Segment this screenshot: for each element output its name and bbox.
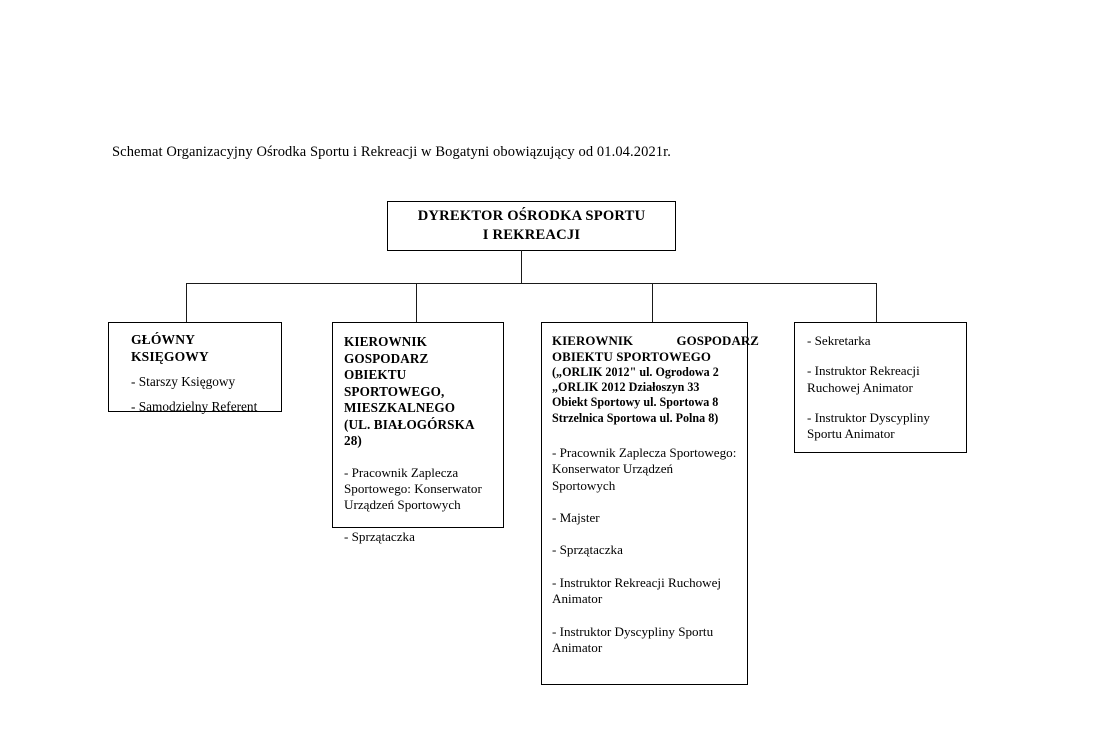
heading-line: OBIEKTU SPORTOWEGO — [552, 349, 712, 364]
list-item: - Instruktor Rekreacji Ruchowej Animator — [807, 363, 920, 395]
connector-drop-secretariat — [876, 283, 878, 322]
heading-line-right: GOSPODARZ — [676, 334, 759, 348]
org-node-secretariat-items: - Sekretarka - Instruktor Rekreacji Ruch… — [807, 333, 954, 442]
org-node-facility-orlik-subheading: („ORLIK 2012" ul. Ogrodowa 2 „ORLIK 2012… — [552, 365, 737, 426]
org-node-facility-bialogorska[interactable]: KIEROWNIK GOSPODARZ OBIEKTU SPORTOWEGO, … — [332, 322, 504, 544]
connector-director-stem — [520, 250, 522, 284]
org-node-director-heading-line-2: I REKREACJI — [482, 227, 581, 243]
subheading-line: Obiekt Sportowy ul. Sportowa 8 — [552, 395, 719, 410]
org-node-accounting-heading: GŁÓWNY KSIĘGOWY — [131, 332, 209, 364]
subheading-line: Strzelnica Sportowa ul. Polna 8) — [552, 410, 719, 425]
heading-line: (UL. BIAŁOGÓRSKA 28) — [344, 416, 474, 449]
org-node-facility-orlik-items: - Pracownik Zaplecza Sportowego: Konserw… — [552, 445, 737, 657]
org-node-director-heading: DYREKTOR OŚRODKA SPORTU I REKREACJI — [418, 207, 646, 245]
connector-drop-accounting — [186, 283, 188, 322]
org-node-facility-bialogorska-heading: KIEROWNIK GOSPODARZ OBIEKTU SPORTOWEGO, … — [344, 334, 492, 450]
list-item: - Majster — [552, 510, 600, 526]
list-item: - Samodzielny Referent — [131, 399, 258, 415]
list-item: - Sekretarka — [807, 333, 871, 348]
connector-drop-facility-orlik — [652, 283, 654, 322]
org-node-accounting[interactable]: GŁÓWNY KSIĘGOWY - Starszy Księgowy - Sam… — [108, 322, 282, 414]
list-item: - Pracownik Zaplecza Sportowego: Konserw… — [344, 464, 482, 512]
list-item: - Starszy Księgowy — [131, 374, 236, 389]
list-item: - Instruktor Rekreacji Ruchowej Animator — [552, 574, 722, 607]
page-title: Schemat Organizacyjny Ośrodka Sportu i R… — [112, 144, 672, 160]
org-node-facility-bialogorska-items: - Pracownik Zaplecza Sportowego: Konserw… — [344, 465, 492, 546]
org-node-accounting-items: - Starszy Księgowy - Samodzielny Referen… — [121, 374, 269, 416]
list-item: - Pracownik Zaplecza Sportowego: Konserw… — [552, 444, 737, 493]
list-item: - Sprzątaczka — [552, 542, 623, 558]
org-node-secretariat[interactable]: - Sekretarka - Instruktor Rekreacji Ruch… — [794, 322, 967, 453]
list-item: - Instruktor Dyscypliny Sportu Animator — [552, 623, 714, 656]
org-node-facility-orlik[interactable]: KIEROWNIK GOSPODARZ OBIEKTU SPORTOWEGO (… — [541, 322, 759, 685]
org-node-director[interactable]: DYREKTOR OŚRODKA SPORTU I REKREACJI — [387, 201, 676, 251]
list-item: - Instruktor Dyscypliny Sportu Animator — [807, 409, 930, 442]
heading-line: SPORTOWEGO, — [344, 383, 445, 399]
connector-drop-facility-bialogorska — [416, 283, 418, 322]
heading-line: MIESZKALNEGO — [344, 400, 456, 415]
org-node-facility-orlik-heading: KIEROWNIK GOSPODARZ OBIEKTU SPORTOWEGO — [552, 334, 759, 365]
heading-line: GOSPODARZ OBIEKTU — [344, 350, 429, 383]
subheading-line: „ORLIK 2012 Działoszyn 33 — [552, 380, 700, 395]
org-node-director-heading-line-1: DYREKTOR OŚRODKA SPORTU — [417, 208, 646, 224]
heading-line: KIEROWNIK — [344, 334, 427, 349]
connector-horizontal-bus — [186, 283, 877, 285]
heading-line-left: KIEROWNIK — [552, 334, 634, 348]
subheading-line: („ORLIK 2012" ul. Ogrodowa 2 — [552, 365, 719, 379]
list-item: - Sprzątaczka — [344, 529, 415, 545]
